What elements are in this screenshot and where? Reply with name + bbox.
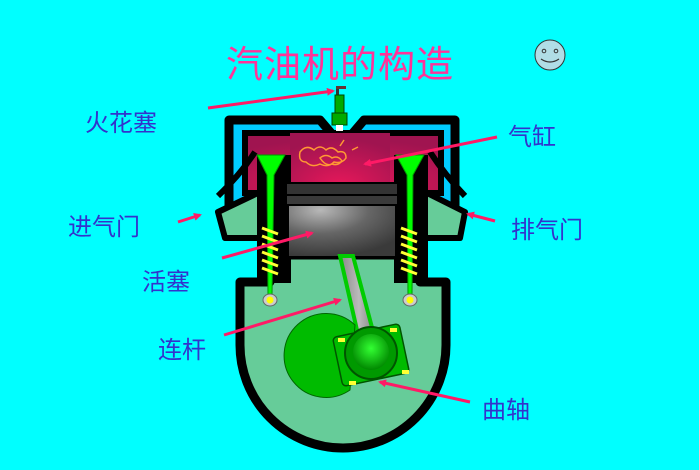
arrow-spark-plug: [207, 87, 335, 110]
diagram-title: 汽油机的构造: [226, 43, 454, 86]
label-piston: 活塞: [142, 268, 190, 296]
crankshaft: [283, 312, 410, 398]
arrow-cylinder: [363, 135, 498, 167]
label-cylinder: 气缸: [508, 123, 556, 151]
label-crankshaft: 曲轴: [482, 396, 530, 424]
label-connecting-rod: 连杆: [158, 336, 206, 364]
label-spark-plug: 火花塞: [85, 109, 157, 137]
combustion-flame: [298, 139, 359, 167]
exhaust-valve: [395, 154, 425, 307]
piston: [285, 182, 399, 258]
label-intake-valve: 进气门: [68, 213, 140, 241]
arrow-piston: [221, 230, 314, 260]
spark-plug: [331, 86, 348, 131]
label-exhaust-valve: 排气门: [511, 216, 583, 244]
arrow-connecting-rod: [223, 297, 342, 337]
pointer-arrows: [177, 87, 498, 404]
arrow-exhaust-valve: [466, 211, 496, 223]
intake-valve: [256, 154, 286, 307]
arrow-crankshaft: [378, 379, 471, 404]
smiley-face-icon: [534, 39, 566, 71]
arrow-intake-valve: [177, 213, 202, 224]
